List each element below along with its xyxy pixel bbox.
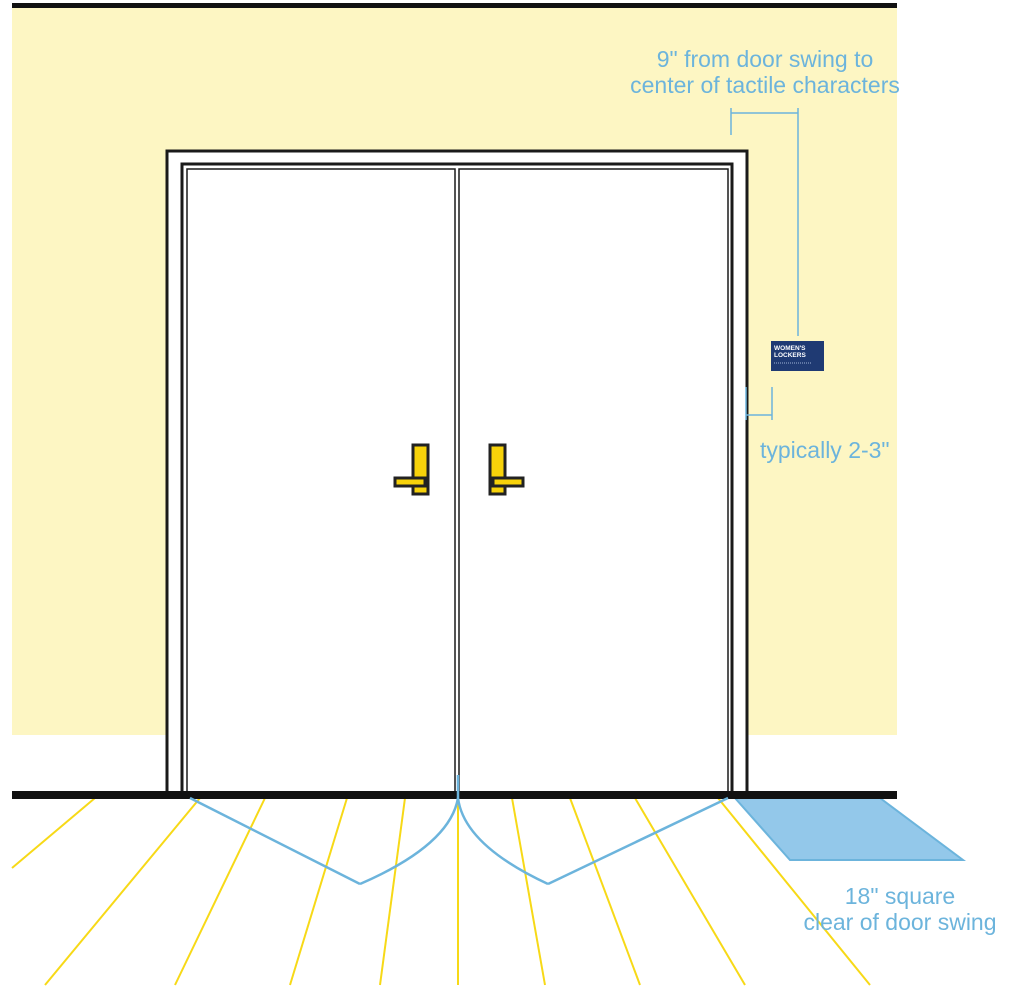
door-swing	[189, 775, 729, 886]
bottom-label: 18" square clear of door swing	[790, 883, 1010, 935]
left-handle-lever	[393, 476, 427, 488]
right-handle-lever	[491, 476, 525, 488]
clear-space-square	[732, 797, 967, 861]
sign-line1: WOMEN'S	[774, 345, 806, 352]
floor-line	[12, 791, 897, 799]
top-label: 9" from door swing to center of tactile …	[615, 46, 915, 98]
ceiling-line	[12, 3, 897, 8]
door-frame	[165, 149, 749, 799]
top-label-line2: center of tactile characters	[630, 72, 900, 98]
side-label: typically 2-3"	[760, 437, 890, 463]
bottom-label-line1: 18" square	[844, 883, 956, 909]
bottom-label-line2: clear of door swing	[803, 909, 997, 935]
dimension-lines	[730, 108, 799, 420]
top-label-line1: 9" from door swing to	[656, 46, 874, 72]
floor-lines	[11, 797, 871, 986]
door-handles	[393, 443, 525, 496]
sign	[771, 341, 824, 371]
sign-line2: LOCKERS	[774, 352, 806, 359]
